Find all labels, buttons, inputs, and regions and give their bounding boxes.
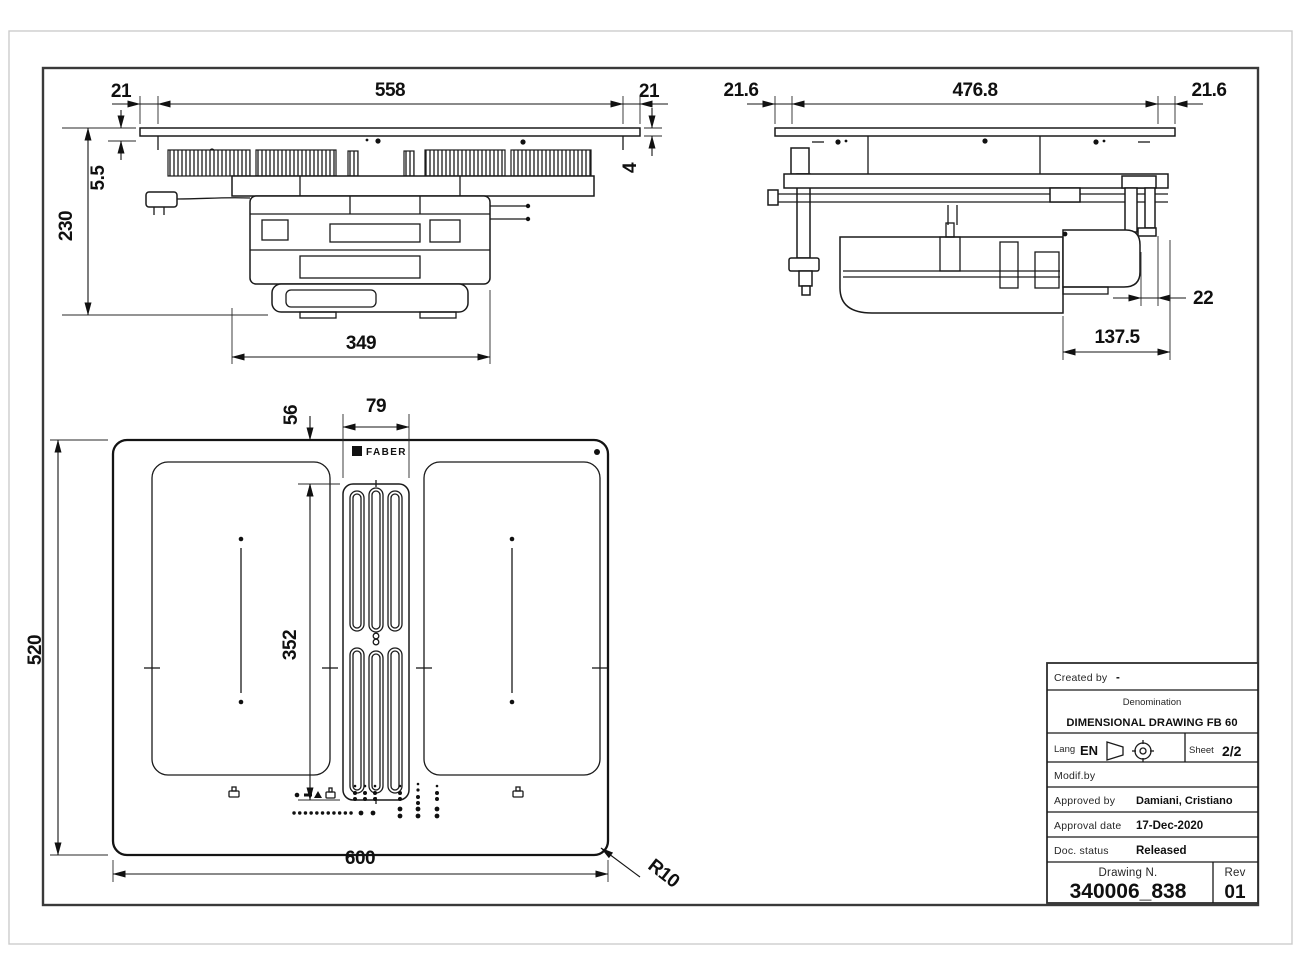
dim-side-outlet-offset: 22 — [1193, 288, 1213, 309]
approved-by-label: Approved by — [1054, 795, 1116, 807]
dim-front-glass-thickness: 4 — [620, 162, 641, 173]
page-edge — [8, 30, 1293, 945]
cooking-zone-left — [144, 461, 338, 776]
dim-plan-grille-length: 352 — [280, 630, 301, 660]
glass-panel — [774, 127, 1176, 137]
modif-by-label: Modif.by — [1054, 770, 1096, 782]
grille-logo-icon — [372, 632, 380, 646]
drawing-frame — [41, 66, 1260, 907]
lang-label: Lang — [1054, 744, 1075, 755]
fixing-screw — [982, 138, 988, 144]
dim-plan-width: 600 — [345, 848, 375, 869]
dim-front-overhang-left: 21 — [111, 81, 132, 102]
coil-block — [255, 149, 337, 177]
dim-front-span: 558 — [375, 80, 405, 101]
outlet-duct — [1121, 175, 1157, 237]
support-leg — [788, 147, 820, 296]
dim-front-height: 230 — [56, 211, 77, 241]
faber-logo-mark — [352, 446, 362, 456]
rev-label: Rev — [1224, 867, 1245, 879]
approval-date-label: Approval date — [1054, 820, 1121, 832]
corner-screw — [594, 449, 600, 455]
projection-cone-icon — [1106, 741, 1124, 761]
display-segments — [353, 782, 439, 805]
dim-front-overhang-right: 21 — [639, 81, 660, 102]
dim-front-body-width: 349 — [346, 333, 376, 354]
side-dimensions: 21.6 476.8 21.6 22 137.5 — [724, 80, 1227, 360]
pan-icon-right — [512, 786, 524, 798]
denomination-label: Denomination — [1123, 697, 1182, 708]
dim-plan-depth: 520 — [25, 635, 46, 665]
motor-box — [1062, 229, 1141, 288]
front-view: 21 558 21 4 5.5 230 349 — [56, 80, 668, 364]
front-dimensions: 21 558 21 4 5.5 230 349 — [56, 80, 668, 364]
denomination-value: DIMENSIONAL DRAWING FB 60 — [1066, 717, 1237, 729]
fixing-screw — [835, 139, 841, 145]
approval-date-value: 17-Dec-2020 — [1136, 820, 1203, 832]
sump — [271, 283, 469, 313]
dim-front-lip: 5.5 — [88, 165, 109, 191]
glass-panel — [139, 127, 641, 137]
doc-status-label: Doc. status — [1054, 845, 1109, 857]
drawing-number-value: 340006_838 — [1070, 880, 1187, 903]
sheet-label: Sheet — [1189, 745, 1214, 756]
fixing-screw — [520, 139, 526, 145]
projection-target-icon — [1132, 740, 1154, 762]
faber-logo: FABER — [352, 446, 407, 458]
dim-plan-corner-radius: R10 — [644, 855, 683, 892]
extraction-grille — [342, 480, 410, 804]
fixing-screw — [375, 138, 381, 144]
sheet-value: 2/2 — [1222, 743, 1242, 759]
approved-by-value: Damiani, Cristiano — [1136, 795, 1233, 807]
dim-side-overhang-right: 21.6 — [1192, 80, 1227, 101]
brand-text: FABER — [366, 447, 407, 458]
power-plug — [145, 191, 251, 215]
created-by-value: - — [1116, 672, 1120, 684]
minus-icon — [304, 793, 312, 797]
dim-plan-grille-offset: 56 — [281, 405, 302, 425]
pan-icon-left — [228, 786, 240, 798]
coil-block — [167, 149, 251, 177]
coil-block — [424, 149, 506, 177]
coil-block — [510, 149, 592, 177]
dim-plan-grille-width: 79 — [366, 396, 386, 417]
sheet-borders — [8, 30, 1293, 945]
side-view: 21.6 476.8 21.6 22 137.5 — [724, 80, 1227, 360]
lang-value: EN — [1080, 743, 1098, 758]
rev-value: 01 — [1224, 882, 1246, 903]
pan-icon-small — [325, 787, 336, 799]
drawing-number-label: Drawing N. — [1099, 867, 1158, 879]
dim-side-overhang-left: 21.6 — [724, 80, 759, 101]
dim-side-outlet-width: 137.5 — [1094, 327, 1140, 348]
power-dot-icon — [294, 792, 300, 798]
power-cable — [176, 197, 251, 200]
created-by-label: Created by — [1054, 672, 1108, 684]
doc-status-value: Released — [1136, 845, 1187, 857]
top-rail — [783, 173, 1169, 189]
fixing-screw — [1093, 139, 1099, 145]
blower-assembly — [839, 236, 1064, 314]
display-segments-lower — [397, 806, 440, 819]
cooking-zone-right — [416, 461, 607, 776]
title-block-frame — [1046, 662, 1259, 904]
plan-view: FABER — [25, 396, 683, 892]
title-block: Created by - Denomination DIMENSIONAL DR… — [1046, 662, 1259, 904]
triangle-icon — [314, 791, 322, 798]
housing-tray — [231, 175, 595, 197]
dim-side-span: 476.8 — [952, 80, 997, 101]
